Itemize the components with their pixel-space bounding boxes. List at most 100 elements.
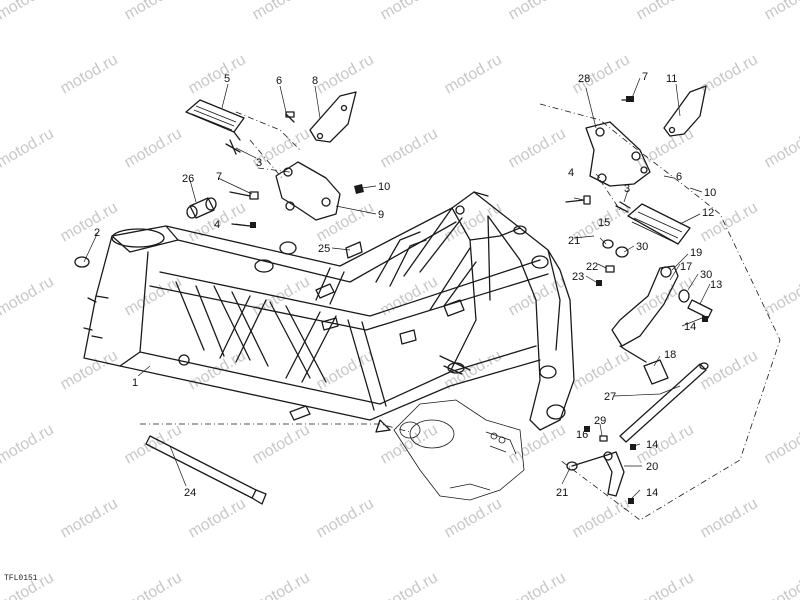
watermark-text: motod.ru xyxy=(442,495,505,541)
callout-11: 11 xyxy=(666,73,677,85)
engine-outline xyxy=(393,399,525,501)
right-footrest-assembly xyxy=(539,85,781,521)
watermark-text: motod.ru xyxy=(314,495,377,541)
watermark-text: motod.ru xyxy=(250,0,313,23)
watermark-text: motod.ru xyxy=(634,569,697,600)
watermark-text: motod.ru xyxy=(250,569,313,600)
callout-7: 7 xyxy=(642,71,648,83)
callout-10: 10 xyxy=(378,181,390,193)
watermark-text: motod.ru xyxy=(378,421,441,467)
watermark-text: motod.ru xyxy=(58,347,121,393)
watermark-text: motod.ru xyxy=(634,273,697,319)
watermark-text: motod.ru xyxy=(698,51,761,97)
watermark-text: motod.ru xyxy=(378,569,441,600)
watermark-text: motod.ru xyxy=(442,199,505,245)
callout-15: 15 xyxy=(598,217,610,229)
watermark-text: motod.ru xyxy=(698,347,761,393)
watermark-text: motod.ru xyxy=(58,495,121,541)
watermark-text: motod.ru xyxy=(122,273,185,319)
watermark-text: motod.ru xyxy=(506,569,569,600)
watermark-text: motod.ru xyxy=(314,51,377,97)
watermark-text: motod.ru xyxy=(250,421,313,467)
callout-12: 12 xyxy=(702,207,714,219)
watermark-text: motod.ru xyxy=(186,51,249,97)
watermark-text: motod.ru xyxy=(0,0,57,23)
callout-27: 27 xyxy=(604,391,616,403)
callout-30: 30 xyxy=(636,241,648,253)
callout-21: 21 xyxy=(568,235,580,247)
callout-14: 14 xyxy=(646,487,658,499)
callout-17: 17 xyxy=(680,261,692,273)
callout-16: 16 xyxy=(576,429,588,441)
callout-18: 18 xyxy=(664,349,676,361)
watermark-text: motod.ru xyxy=(0,273,57,319)
callout-24: 24 xyxy=(184,487,196,499)
callout-3: 3 xyxy=(256,157,262,169)
callout-21: 21 xyxy=(556,487,568,499)
callout-5: 5 xyxy=(224,73,230,85)
watermark-text: motod.ru xyxy=(634,0,697,23)
callout-3: 3 xyxy=(624,183,630,195)
watermark-text: motod.ru xyxy=(314,199,377,245)
left-heel-guard xyxy=(309,91,357,143)
watermark-text: motod.ru xyxy=(570,495,633,541)
watermark-text: motod.ru xyxy=(122,421,185,467)
callout-10: 10 xyxy=(704,187,716,199)
callout-6: 6 xyxy=(276,75,282,87)
callout-6: 6 xyxy=(676,171,682,183)
right-heel-guard xyxy=(663,85,707,137)
left-footpeg xyxy=(185,99,245,133)
watermark-text: motod.ru xyxy=(58,51,121,97)
main-frame xyxy=(74,191,575,433)
watermark-text: motod.ru xyxy=(0,421,57,467)
callout-14: 14 xyxy=(684,321,696,333)
watermark-text: motod.ru xyxy=(762,273,800,319)
watermark-text: motod.ru xyxy=(506,125,569,171)
callout-23: 23 xyxy=(572,271,584,283)
callout-26: 26 xyxy=(182,173,194,185)
callout-30: 30 xyxy=(700,269,712,281)
watermark-text: motod.ru xyxy=(122,125,185,171)
linkage-arm xyxy=(603,451,625,497)
callout-14: 14 xyxy=(646,439,658,451)
callout-20: 20 xyxy=(646,461,658,473)
watermark-text: motod.ru xyxy=(442,51,505,97)
brake-rod xyxy=(619,363,707,443)
watermark-text: motod.ru xyxy=(570,347,633,393)
callout-19: 19 xyxy=(690,247,702,259)
left-footrest-assembly xyxy=(185,91,364,273)
callout-labels: 1 2 3 3 4 4 5 6 6 7 7 8 9 10 10 11 12 13… xyxy=(94,71,722,499)
drawing-reference: TFL0151 xyxy=(4,574,38,583)
watermark-text: motod.ru xyxy=(378,125,441,171)
callout-22: 22 xyxy=(586,261,598,273)
watermark-text: motod.ru xyxy=(762,0,800,23)
leader-lines xyxy=(83,77,711,499)
callout-7: 7 xyxy=(216,171,222,183)
watermark-text: motod.ru xyxy=(634,421,697,467)
callout-1: 1 xyxy=(132,377,138,389)
callout-13: 13 xyxy=(710,279,722,291)
callout-29: 29 xyxy=(594,415,606,427)
watermark-text: motod.ru xyxy=(698,495,761,541)
watermark-text: motod.ru xyxy=(122,0,185,23)
callout-2: 2 xyxy=(94,227,100,239)
callout-25: 25 xyxy=(318,243,330,255)
watermark-text: motod.ru xyxy=(634,125,697,171)
watermark-text: motod.ru xyxy=(506,0,569,23)
swingarm-spindle xyxy=(140,423,411,505)
callout-28: 28 xyxy=(578,73,590,85)
watermark-text: motod.ru xyxy=(0,125,57,171)
right-footpeg xyxy=(627,203,691,245)
watermark-text: motod.ru xyxy=(762,569,800,600)
watermark-text: motod.ru xyxy=(762,421,800,467)
watermark-text: motod.ru xyxy=(186,495,249,541)
left-footrest-bracket xyxy=(275,161,341,221)
callout-9: 9 xyxy=(378,209,384,221)
callout-4: 4 xyxy=(568,167,574,179)
bolt-6-left xyxy=(285,113,295,123)
watermark-text: motod.ru xyxy=(378,0,441,23)
callout-8: 8 xyxy=(312,75,318,87)
watermark-text: motod.ru xyxy=(122,569,185,600)
right-footrest-bracket xyxy=(585,121,651,187)
